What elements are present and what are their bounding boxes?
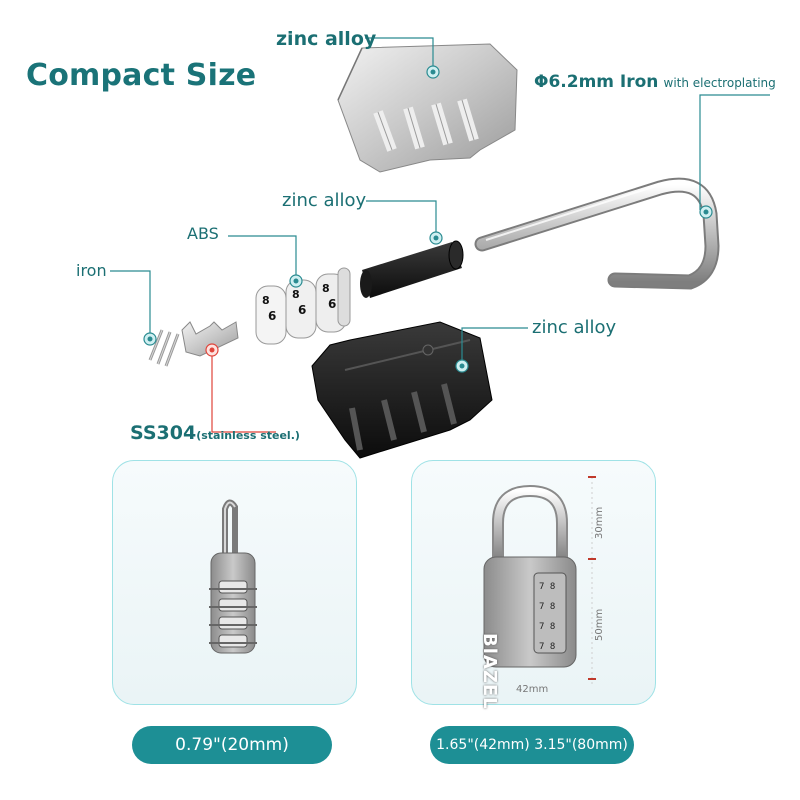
size-pill: 1.65"(42mm) 3.15"(80mm) [430, 726, 634, 764]
dial-row: 7 8 [539, 582, 556, 592]
shackle [474, 177, 720, 290]
label-shackle-sub: with electroplating [663, 76, 776, 90]
dim-body-height: 50mm [594, 608, 605, 641]
zinc-lock-body [311, 321, 493, 459]
zinc-tube [360, 240, 464, 298]
svg-text:8: 8 [292, 288, 300, 301]
svg-text:6: 6 [268, 309, 276, 323]
label-zinc-top: zinc alloy [276, 28, 377, 50]
front-view-panel: BlAZEL 7 8 7 8 7 8 7 8 30mm 50mm 42mm [411, 460, 656, 710]
dial-row: 7 8 [539, 622, 556, 632]
brand-logo: BlAZEL [479, 633, 500, 710]
dial-row: 7 8 [539, 602, 556, 612]
thickness-pill: 0.79"(20mm) [132, 726, 332, 764]
svg-text:8: 8 [262, 294, 270, 307]
label-ss304-main: SS304 [130, 422, 197, 444]
svg-text:6: 6 [298, 303, 306, 317]
dial-row: 7 8 [539, 642, 556, 652]
dim-shackle-height: 30mm [594, 506, 605, 539]
svg-text:6: 6 [328, 297, 336, 311]
label-zinc-body: zinc alloy [532, 317, 617, 338]
front-view-lock [483, 476, 596, 687]
page-title: Compact Size [26, 58, 257, 93]
label-shackle-main: Φ6.2mm Iron [534, 72, 659, 92]
label-shackle: Φ6.2mm Iron with electroplating [534, 72, 776, 92]
side-view-panel [112, 460, 357, 705]
label-abs: ABS [187, 224, 219, 243]
side-view-lock [209, 499, 257, 654]
iron-springs [148, 329, 180, 367]
zinc-cover-plate [337, 43, 518, 173]
dial-window: 7 8 7 8 7 8 7 8 [539, 577, 555, 657]
label-ss304-sub: (stainless steel.) [196, 429, 300, 442]
abs-dials: 6 6 6 8 8 8 [255, 267, 351, 345]
svg-text:8: 8 [322, 282, 330, 295]
label-zinc-mid: zinc alloy [282, 190, 367, 211]
dim-width: 42mm [516, 684, 549, 695]
label-iron: iron [76, 261, 107, 280]
label-ss304: SS304(stainless steel.) [130, 422, 300, 444]
ss304-plate [181, 321, 239, 357]
leader-lines [110, 37, 770, 433]
